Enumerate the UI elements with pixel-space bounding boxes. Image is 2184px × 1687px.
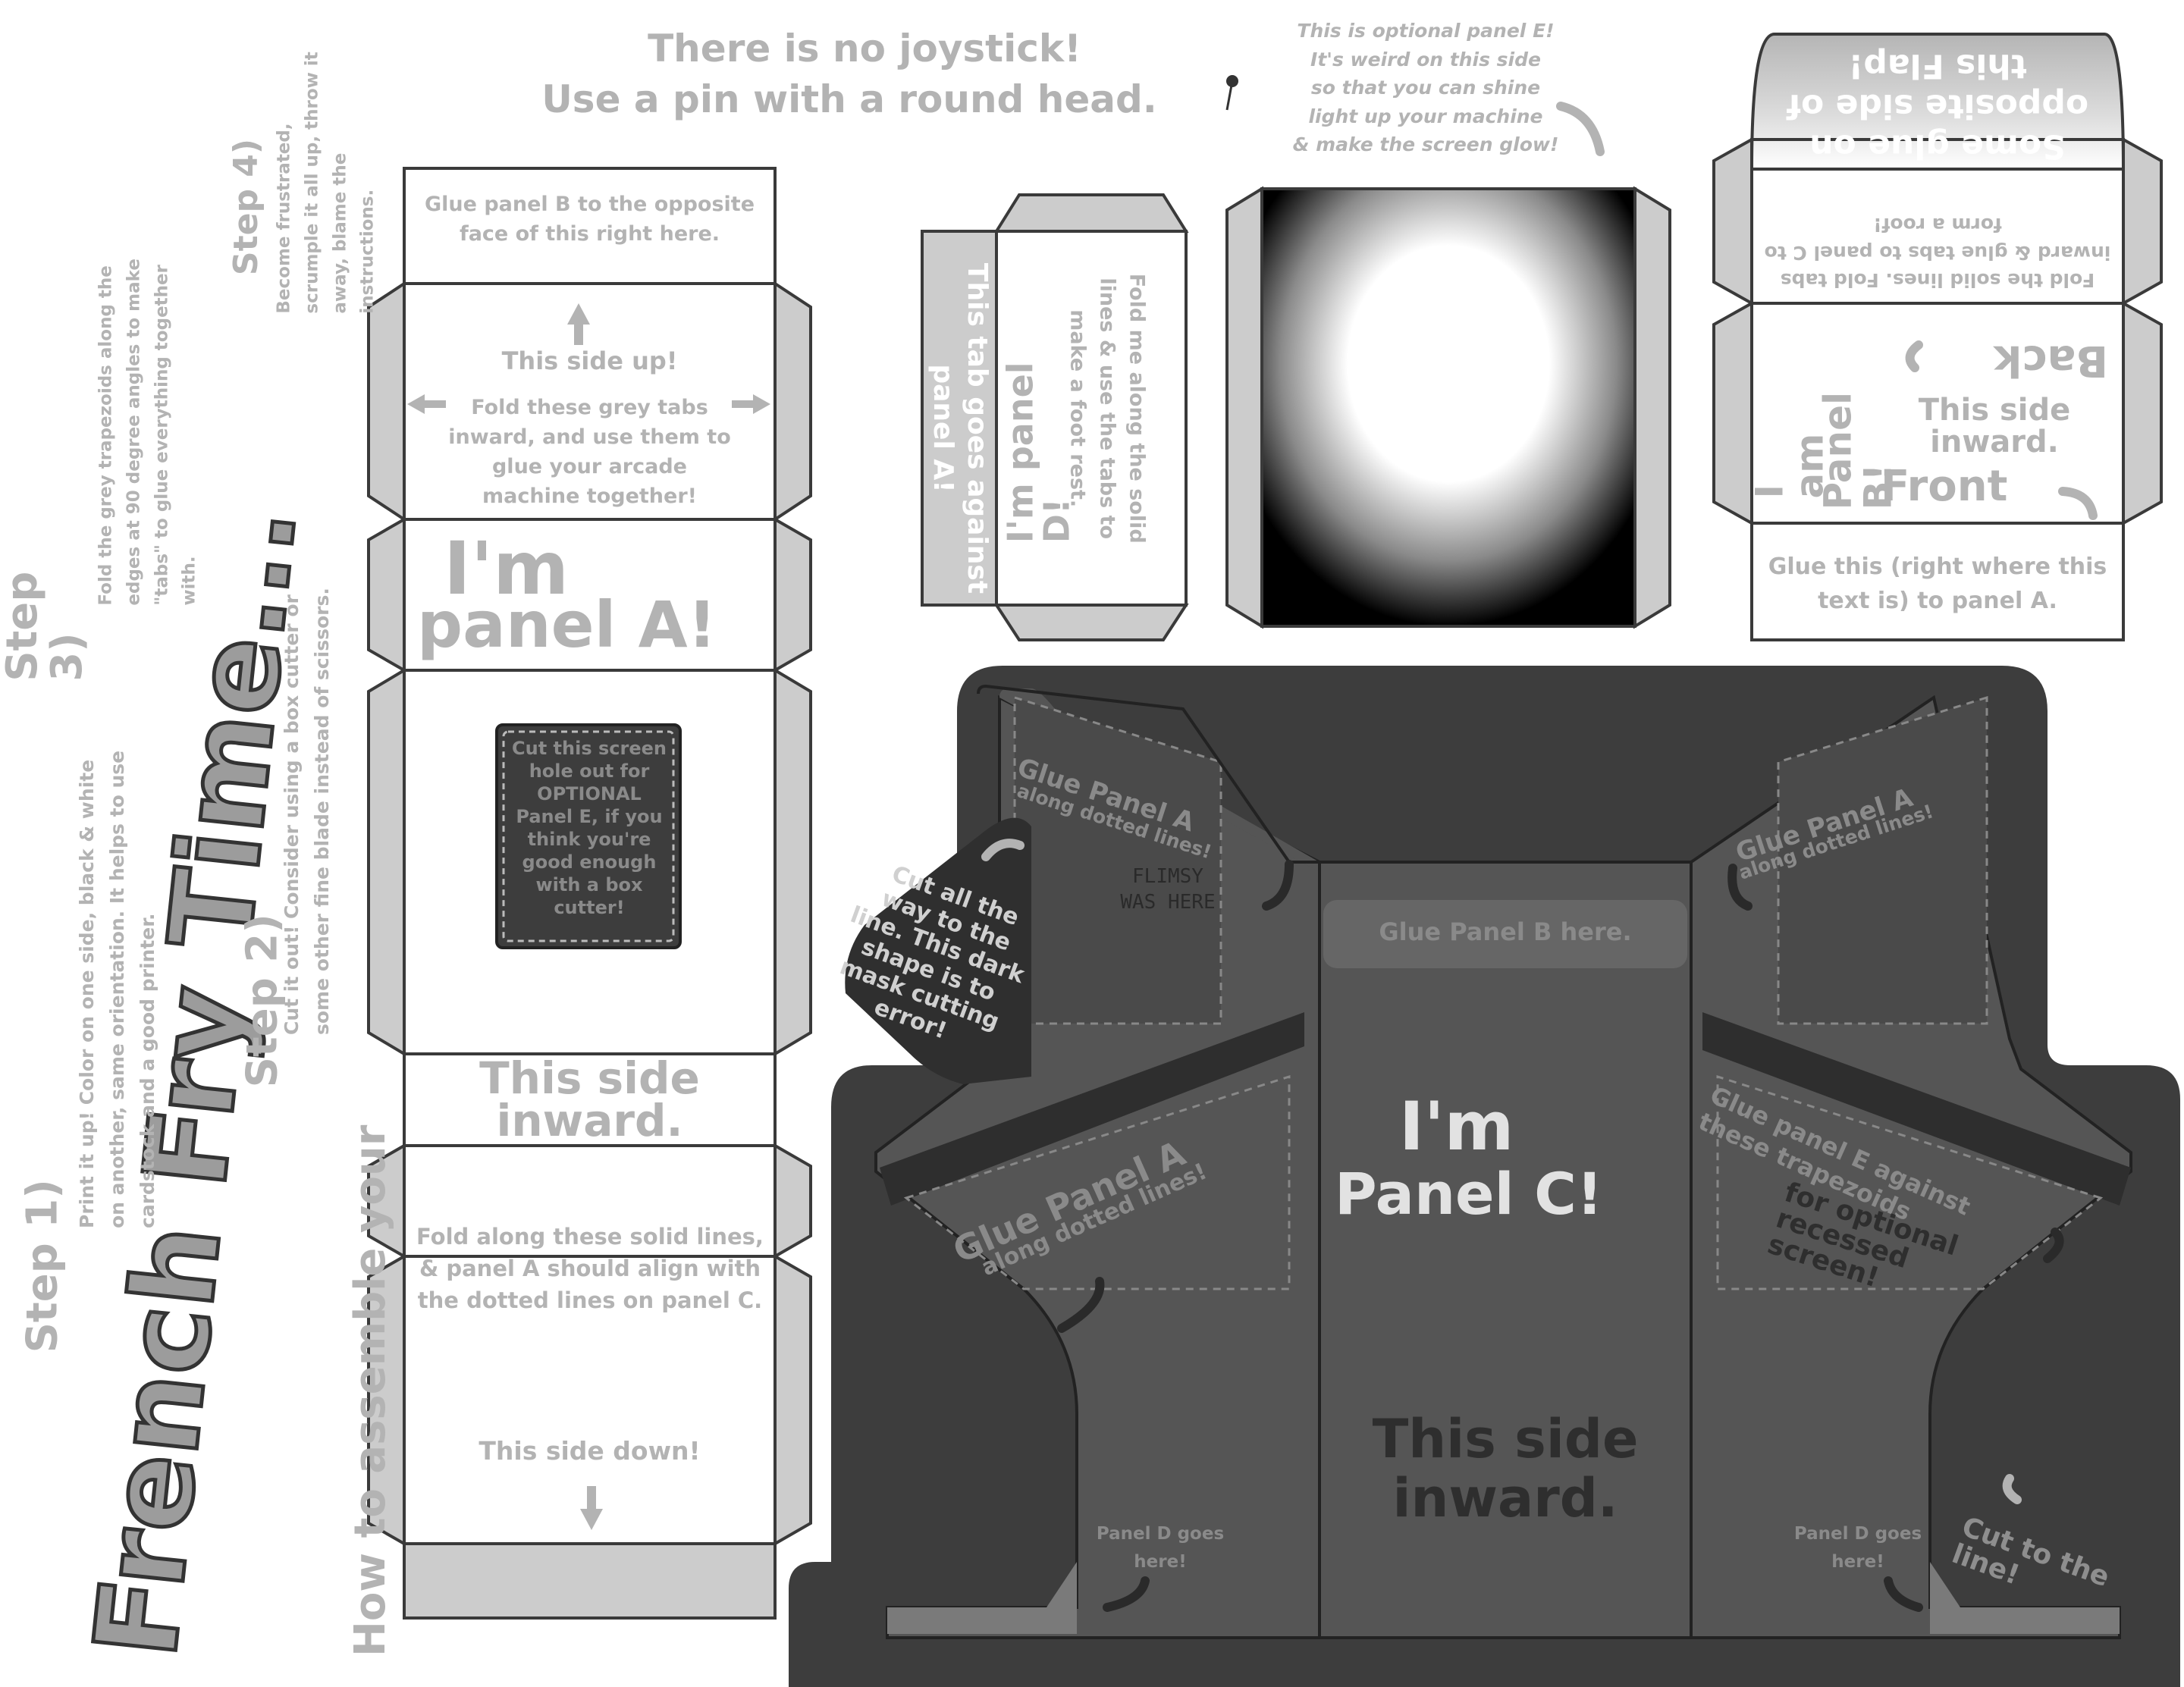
step3-text: Fold the grey trapezoids along the edges… <box>96 259 199 606</box>
curved-arrow-icon <box>1057 1277 1105 1333</box>
curved-arrows <box>981 102 2098 1504</box>
left-arrow-icon <box>407 394 446 414</box>
panel-b-glue-a: Glue this (right where this text is) to … <box>1768 553 2107 614</box>
panel-a-side-inward-line1: This side <box>479 1052 700 1104</box>
panel-b-front: Front <box>1881 462 2008 511</box>
panel-c-side-inward-line2: inward. <box>1392 1467 1618 1529</box>
panel-a-side-up: This side up! <box>501 346 678 375</box>
panel-a-glue-b: Glue panel B to the opposite face of thi… <box>424 193 755 246</box>
panel-a-name-line2: panel A! <box>417 588 717 662</box>
panel-a-screen-hole: Cut this screen hole out for OPTIONAL Pa… <box>512 738 667 918</box>
curved-arrow-icon <box>1884 1576 1923 1612</box>
panel-a-name-line1: I'm <box>444 526 570 611</box>
panel-b-side-inward: This side inward. <box>1918 393 2071 459</box>
panel-b-flap-text: Some glue on opposite side of this Flap! <box>1786 46 2089 166</box>
panel-c-name-line2: Panel C! <box>1335 1160 1603 1228</box>
panel-a <box>367 167 812 1620</box>
curved-arrow-icon <box>1103 1576 1150 1612</box>
panel-a-fold-tabs: Fold these grey tabs inward, and use the… <box>448 396 731 509</box>
panel-c-side-inward-line1: This side <box>1372 1408 1639 1470</box>
panel-d-instructions: Fold me along the solid lines & use the … <box>1065 273 1149 544</box>
panel-c-name-line1: I'm <box>1399 1087 1514 1165</box>
dark-curved-arrows <box>1057 860 2064 1612</box>
panel-c-glue-b: Glue Panel B here. <box>1379 917 1632 946</box>
curved-arrow-icon <box>1262 860 1294 911</box>
panel-c-flimsy: FLIMSY WAS HERE <box>1120 865 1216 914</box>
panel-b-fold-text: Fold the solid lines. Fold tabs inward &… <box>1764 214 2111 291</box>
curved-arrow-icon <box>981 839 1025 861</box>
curved-arrow-icon <box>1727 864 1753 911</box>
step2-text: Cut it out! Consider using a box cutter … <box>281 588 333 1035</box>
panel-c <box>789 666 2180 1687</box>
panel-d-tab-text: This tab goes against panel A! <box>927 262 993 594</box>
right-arrow-icon <box>732 394 770 414</box>
panel-e <box>1225 186 1671 629</box>
panel-c-panel-d-right: Panel D goes here! <box>1793 1524 1922 1572</box>
curved-arrow-icon <box>2058 487 2098 520</box>
panel-a-side-inward-line2: inward. <box>496 1095 683 1146</box>
step3-label: Step 3) <box>0 571 92 682</box>
curved-arrow-icon <box>1556 102 1605 156</box>
panel-c-panel-d-left: Panel D goes here! <box>1096 1524 1225 1572</box>
panel-e-note: This is optional panel E! It's weird on … <box>1292 20 1559 155</box>
curved-arrow-icon <box>2002 1474 2022 1504</box>
title-how-to: How to assemble your <box>346 1124 395 1657</box>
no-joystick-line1: There is no joystick! <box>648 27 1081 71</box>
curved-arrow-icon <box>2043 1228 2064 1263</box>
panel-a-fold-align: Fold along these solid lines, & panel A … <box>416 1224 764 1314</box>
curved-arrow-icon <box>1905 340 1923 372</box>
no-joystick-line2: Use a pin with a round head. <box>541 77 1157 121</box>
step4-label: Step 4) <box>226 138 265 276</box>
step4-text: Become frustrated, scrumple it all up, t… <box>274 52 378 314</box>
up-arrow-icon <box>567 303 590 345</box>
panel-b-back: Back <box>1994 335 2108 385</box>
step1-text: Print it up! Color on one side, black & … <box>76 750 158 1228</box>
panel-d <box>921 193 1189 641</box>
panel-a-side-down: This side down! <box>479 1436 701 1466</box>
down-arrow-icon <box>580 1486 603 1530</box>
pin-icon <box>1225 75 1238 111</box>
step1-label: Step 1) <box>17 1179 67 1353</box>
panel-a-arrows <box>407 303 770 1530</box>
panel-b <box>1712 33 2163 641</box>
